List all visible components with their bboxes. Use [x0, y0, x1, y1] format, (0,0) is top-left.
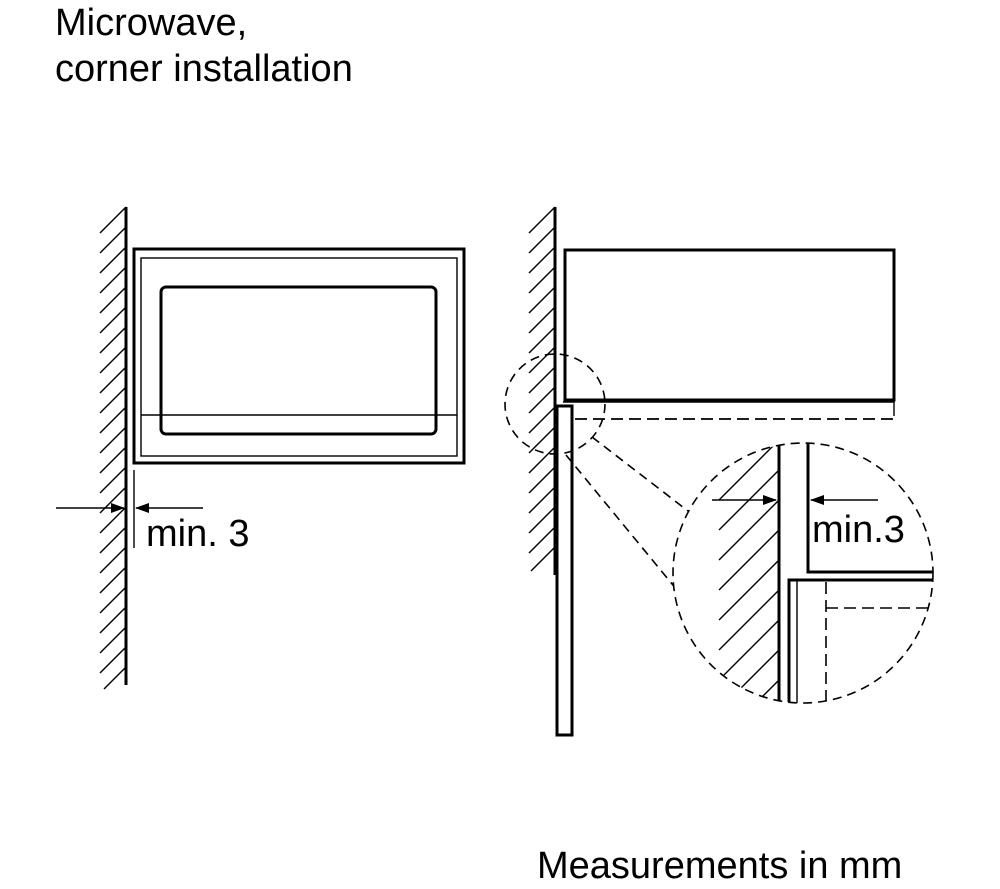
left-view: min. 3	[56, 206, 466, 690]
microwave-inner-frame	[140, 257, 458, 457]
detail-cabinet-edge	[787, 578, 933, 703]
microwave-front	[132, 247, 466, 465]
left-dimension: min. 3	[56, 470, 249, 555]
detail-leader-top	[591, 436, 689, 512]
right-wall	[528, 206, 557, 575]
microwave-side	[563, 248, 896, 420]
diagram-title: Microwave, corner installation	[55, 0, 353, 92]
title-line-2: corner installation	[55, 48, 353, 90]
right-view: min.3	[504, 206, 934, 737]
right-wall-hatching	[528, 206, 556, 572]
microwave-body-side	[563, 248, 896, 402]
detail-marker-circle	[504, 353, 606, 455]
left-dimension-label: min. 3	[146, 513, 249, 555]
microwave-door-window	[159, 285, 438, 436]
title-line-1: Microwave,	[55, 2, 248, 44]
detail-microwave-corner	[806, 443, 933, 574]
left-wall	[99, 206, 128, 690]
detail-dimension-label: min.3	[812, 509, 905, 551]
units-note: Measurements in mm	[537, 845, 903, 887]
cabinet-panel	[555, 404, 574, 737]
left-wall-hatching	[99, 206, 127, 690]
microwave-outer-frame	[132, 247, 466, 465]
detail-view: min.3	[672, 442, 934, 704]
detail-wall-hatching	[718, 443, 780, 703]
